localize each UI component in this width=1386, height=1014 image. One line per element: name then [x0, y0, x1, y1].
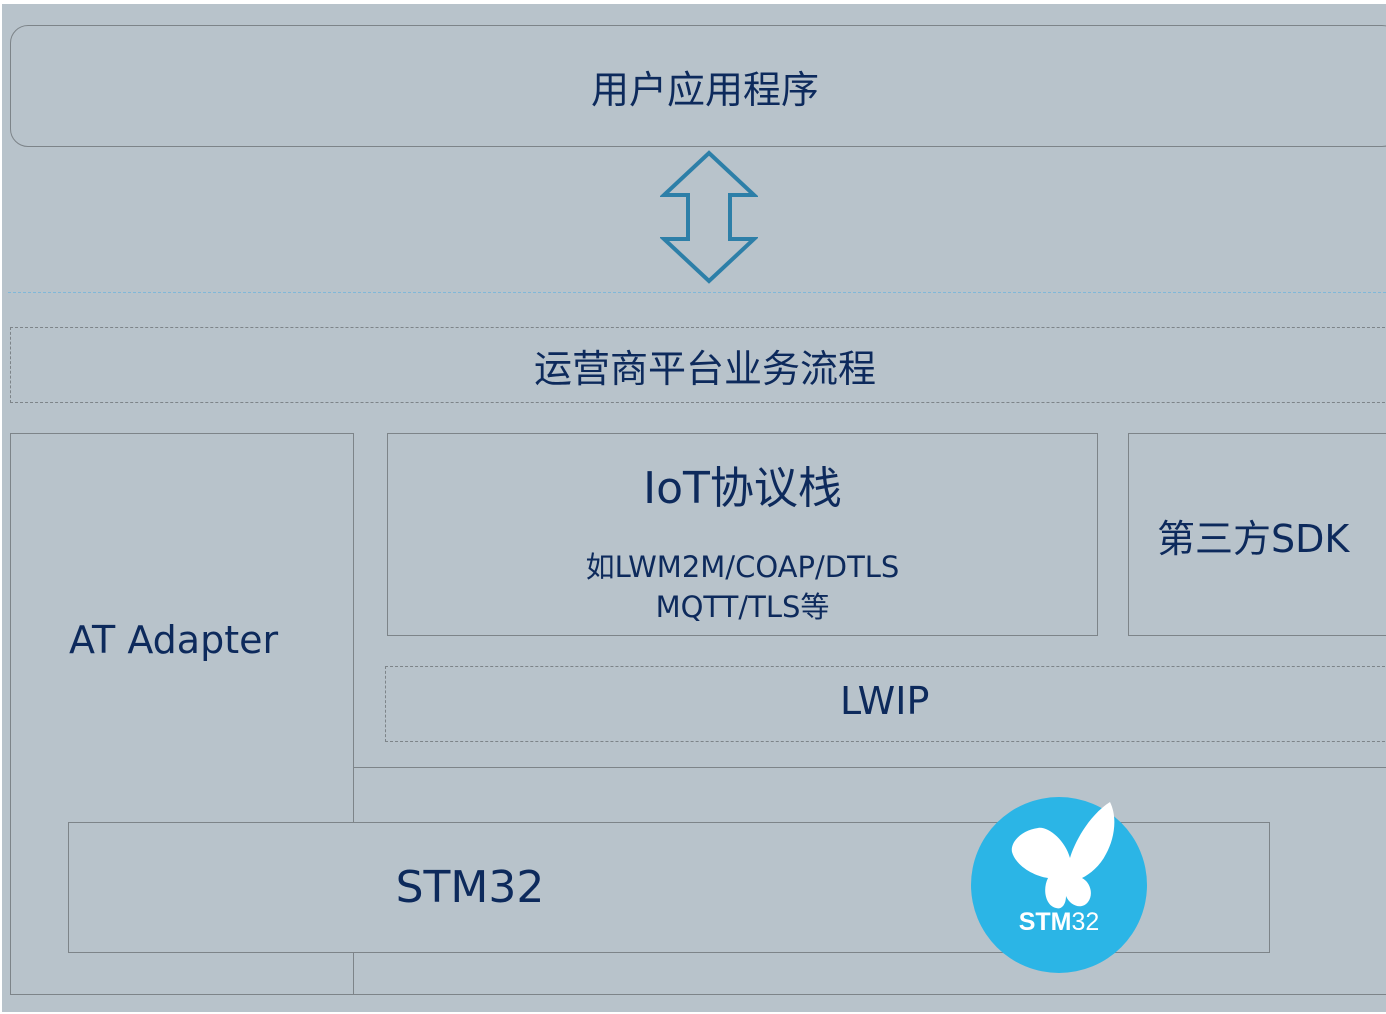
- stm32-logo: STM32: [970, 796, 1148, 974]
- iot-stack-protocols-line1: 如LWM2M/COAP/DTLS: [585, 550, 900, 584]
- iot-stack-protocols-line2: MQTT/TLS等: [655, 590, 830, 624]
- iot-stack-box: IoT协议栈 如LWM2M/COAP/DTLS MQTT/TLS等: [387, 433, 1098, 636]
- operator-flow-label: 运营商平台业务流程: [533, 346, 876, 391]
- third-party-sdk-box: 第三方SDK: [1128, 433, 1386, 636]
- lwip-label: LWIP: [840, 679, 930, 723]
- logo-text: STM32: [970, 908, 1148, 937]
- iot-stack-title: IoT协议栈: [643, 463, 842, 514]
- logo-text-bold: STM: [1018, 908, 1072, 936]
- butterfly-logo-icon: [971, 797, 1147, 973]
- architecture-diagram: 用户应用程序 运营商平台业务流程 AT Adapter IoT协议栈 如LWM2…: [2, 4, 1386, 1012]
- bidirectional-arrow-icon: [660, 150, 758, 284]
- stm32-label: STM32: [395, 862, 545, 913]
- layer-separator: [8, 292, 1386, 293]
- logo-text-light: 32: [1071, 908, 1100, 936]
- operator-flow-box: 运营商平台业务流程: [10, 327, 1386, 403]
- app-layer-label: 用户应用程序: [590, 67, 819, 112]
- lwip-box: LWIP: [385, 666, 1386, 742]
- app-layer-box: 用户应用程序: [10, 25, 1386, 147]
- third-party-sdk-label: 第三方SDK: [1157, 517, 1350, 561]
- at-adapter-label: AT Adapter: [69, 618, 279, 662]
